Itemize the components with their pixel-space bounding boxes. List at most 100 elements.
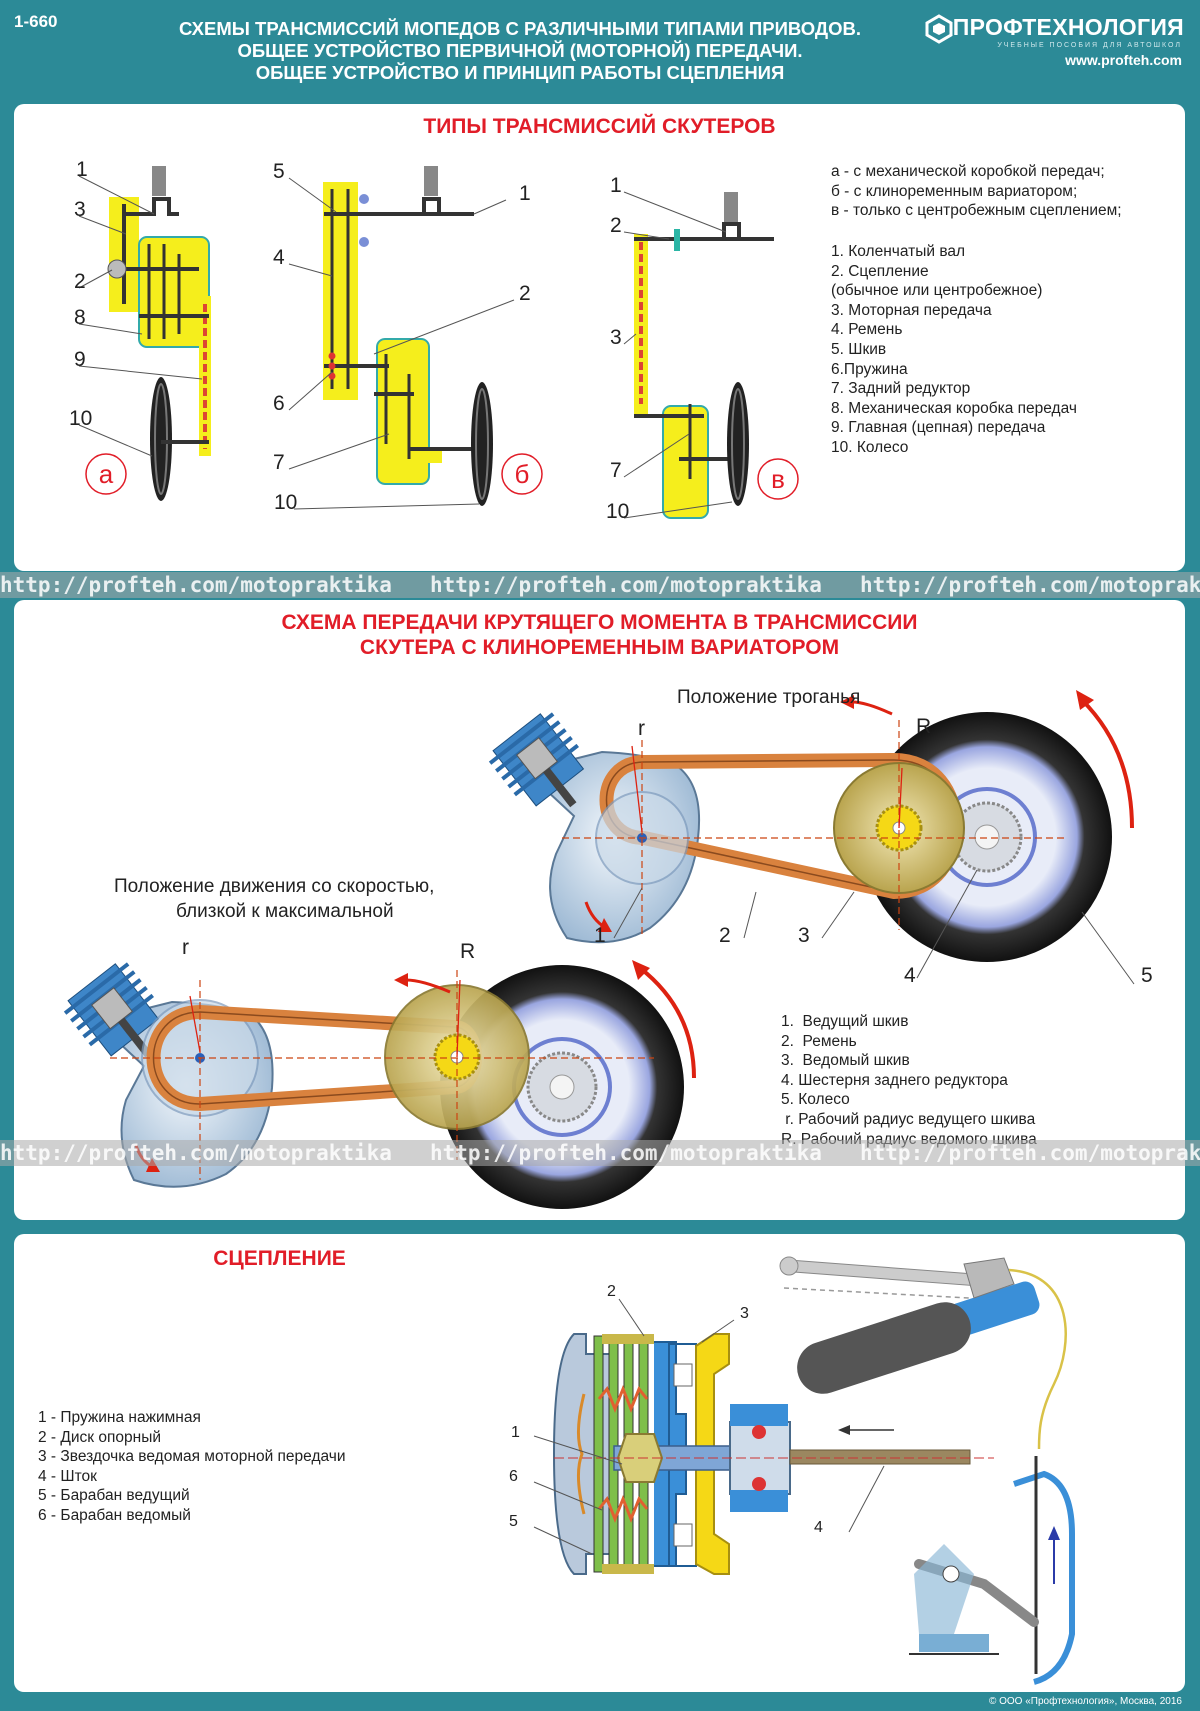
piston: [152, 166, 166, 196]
label-clutch-4: 4: [814, 1519, 823, 1536]
legend-line: 3 - Звездочка ведомая моторной передачи: [38, 1448, 346, 1466]
letter-b-circle: [501, 453, 543, 495]
label-a-1: 1: [76, 158, 88, 181]
speed-position-assembly: [63, 960, 696, 1209]
scheme-b: 5 1 4 2 6 7 10 б: [273, 160, 543, 514]
label-top-R: R: [916, 715, 931, 738]
legend-line: а - с механической коробкой передач;: [831, 163, 1105, 180]
label-c-10: 10: [606, 500, 629, 523]
label-top-3: 3: [798, 924, 810, 947]
legend-line: 1 - Пружина нажимная: [38, 1409, 201, 1426]
label-bottom-R: R: [460, 940, 475, 963]
belt-highlight: [323, 182, 358, 400]
label-top-r: r: [638, 717, 645, 740]
legend-line: 6.Пружина: [831, 360, 908, 378]
label-b-10: 10: [274, 491, 297, 514]
types-legend: а - с механической коробкой передач; б - …: [831, 162, 1122, 221]
watermark-strip: http://profteh.com/motopraktika http://pr…: [0, 572, 1200, 598]
legend-line: 5. Колесо: [781, 1091, 850, 1109]
label-a-2: 2: [74, 270, 86, 293]
legend-line: 4. Шестерня заднего редуктора: [781, 1071, 1008, 1089]
rotation-arrow-icon: [1080, 698, 1134, 829]
legend-line: 4. Ремень: [831, 321, 903, 339]
section-title: СЦЕПЛЕНИЕ: [213, 1247, 346, 1270]
poster-title-line: ОБЩЕЕ УСТРОЙСТВО ПЕРВИЧНОЙ (МОТОРНОЙ) ПЕ…: [237, 40, 803, 61]
clutch-diagram: 2 3 1 6 5 4: [509, 1256, 1075, 1685]
legend-line: 8. Механическая коробка передач: [831, 399, 1077, 417]
copyright: © ООО «Профтехнология», Москва, 2016: [988, 1696, 1182, 1707]
logo-url: www.profteh.com: [1065, 52, 1182, 68]
gearbox-8: [138, 236, 210, 348]
label-b-7: 7: [273, 451, 285, 474]
logo-mark-icon: [925, 14, 953, 44]
drive-drum-5: [552, 1333, 615, 1575]
legend-line: б - с клиноременным вариатором;: [831, 182, 1078, 200]
transmission-schemes: 1 3 2 8 9 10 а: [69, 158, 799, 523]
label-a-10: 10: [69, 407, 92, 430]
start-position-caption: Положение троганья: [677, 687, 860, 708]
label-clutch-1: 1: [511, 1424, 520, 1441]
legend-line: 4 - Шток: [38, 1467, 97, 1485]
watermark-text: http://profteh.com/motopraktika: [0, 573, 392, 597]
legend-line: 9. Главная (цепная) передача: [831, 419, 1046, 437]
label-bottom-r: r: [182, 936, 189, 959]
watermark-strip: http://profteh.com/motopraktika http://pr…: [0, 1140, 1200, 1166]
section-title-line: СКУТЕРА С КЛИНОРЕМЕННЫМ ВАРИАТОРОМ: [359, 636, 840, 659]
label-c-1: 1: [610, 174, 622, 197]
label-top-4: 4: [904, 964, 916, 987]
wheel-10: [727, 382, 749, 506]
panel-variator: СХЕМА ПЕРЕДАЧИ КРУТЯЩЕГО МОМЕНТА В ТРАНС…: [14, 600, 1185, 1220]
label-clutch-5: 5: [509, 1513, 518, 1530]
letter-c: в: [771, 464, 785, 494]
watermark-text: http://profteh.com/motopraktika: [430, 573, 822, 597]
letter-c-circle: [757, 458, 799, 500]
letter-a: а: [99, 459, 114, 489]
letter-a-circle: [85, 453, 127, 495]
label-a-8: 8: [74, 306, 86, 329]
label-b-6: 6: [273, 392, 285, 415]
legend-line: 2 - Диск опорный: [38, 1428, 162, 1446]
up-arrow-icon: [1048, 1526, 1060, 1540]
label-c-3: 3: [610, 326, 622, 349]
legend-line: 10. Колесо: [831, 438, 909, 456]
logo-name: ПРОФТЕХНОЛОГИЯ: [952, 14, 1184, 40]
label-top-2: 2: [719, 924, 731, 947]
legend-line: в - только с центробежным сцеплением;: [831, 202, 1122, 220]
section-title: ТИПЫ ТРАНСМИССИЙ СКУТЕРОВ: [423, 115, 776, 138]
legend-line: 7. Задний редуктор: [831, 380, 971, 398]
left-arrow-icon: [838, 1425, 850, 1435]
logo: ПРОФТЕХНОЛОГИЯ УЧЕБНЫЕ ПОСОБИЯ ДЛЯ АВТОШ…: [924, 12, 1184, 68]
legend-line: (обычное или центробежное): [831, 282, 1043, 300]
label-clutch-6: 6: [509, 1468, 518, 1485]
label-top-5: 5: [1141, 964, 1153, 987]
legend-line: 6 - Барабан ведомый: [38, 1506, 191, 1524]
legend-line: 2. Ремень: [781, 1032, 857, 1050]
label-c-7: 7: [610, 459, 622, 482]
watermark-text: http://profteh.com/motopraktika: [860, 573, 1200, 597]
watermark-text: http://profteh.com/motopraktika: [430, 1141, 822, 1165]
legend-line: r. Рабочий радиус ведущего шкива: [781, 1110, 1036, 1128]
watermark-text: http://profteh.com/motopraktika: [0, 1141, 392, 1165]
clutch-lever[interactable]: [788, 1259, 980, 1287]
label-top-1: 1: [594, 924, 606, 947]
handlebar-grip: [797, 1302, 971, 1394]
clutch-cross-section: [552, 1333, 994, 1575]
scheme-a: 1 3 2 8 9 10 а: [69, 158, 211, 501]
label-b-1: 1: [519, 182, 531, 205]
rear-gearbox-7: [662, 405, 709, 519]
label-a-3: 3: [74, 198, 86, 221]
legend-line: 1. Коленчатый вал: [831, 243, 966, 260]
watermark-text: http://profteh.com/motopraktika: [860, 1141, 1200, 1165]
label-b-5: 5: [273, 160, 285, 183]
wheel-10: [150, 377, 172, 501]
panel-clutch: СЦЕПЛЕНИЕ 1 - Пружина нажимная 2 - Диск о…: [14, 1234, 1185, 1692]
label-clutch-3: 3: [740, 1305, 749, 1322]
logo-tagline: УЧЕБНЫЕ ПОСОБИЯ ДЛЯ АВТОШКОЛ: [997, 42, 1182, 49]
panel-transmission-types: ТИПЫ ТРАНСМИССИЙ СКУТЕРОВ: [14, 104, 1185, 571]
legend-line: 3. Ведомый шкив: [781, 1052, 910, 1070]
engine-cylinder: [488, 712, 585, 808]
scheme-c: 1 2 3 7 10 в: [606, 174, 799, 523]
speed-position-caption: Положение движения со скоростью, близкой…: [114, 876, 440, 922]
